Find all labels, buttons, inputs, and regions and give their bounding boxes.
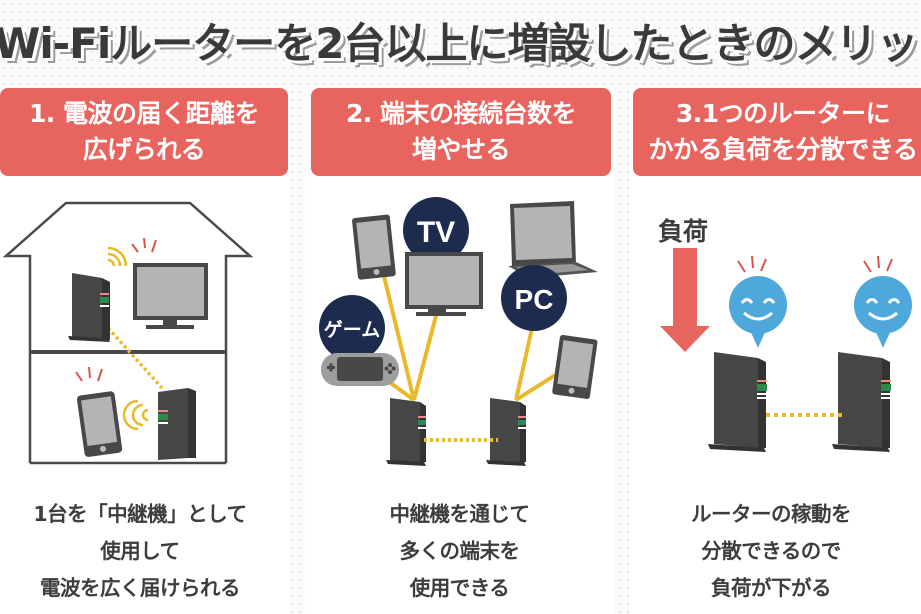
panel-header: 3.1つのルーターに かかる負荷を分散できる	[633, 88, 921, 176]
caption-line: 使用して	[100, 539, 180, 563]
panel-load: 3.1つのルーターに かかる負荷を分散できる 負荷	[629, 88, 921, 614]
smartphone-icon	[352, 214, 396, 280]
device-network-illustration: TV PC ゲーム	[319, 197, 598, 466]
caption-line: 電波を広く届けられる	[40, 576, 241, 600]
panel-header-line: 3.1つのルーターに	[675, 99, 891, 128]
relay-link-icon	[106, 326, 164, 390]
tv-monitor-icon	[405, 252, 483, 316]
smartphone-icon	[552, 335, 598, 399]
wifi-signal-icon	[122, 399, 149, 431]
game-badge-label: ゲーム	[324, 319, 380, 341]
tv-badge-label: TV	[417, 216, 455, 249]
panel-header-line: 広げられる	[82, 135, 206, 164]
smiley-balloon-icon	[729, 255, 787, 348]
router-icon	[68, 273, 110, 342]
panel-caption: 中継機を通じて 多くの端末を 使用できる	[305, 496, 614, 607]
panel-header: 2. 端末の接続台数を 増やせる	[311, 88, 611, 176]
panel-devices: 2. 端末の接続台数を 増やせる TV	[305, 88, 614, 614]
panel-range: 1. 電波の届く距離を 広げられる	[0, 88, 290, 614]
laptop-icon	[508, 201, 598, 278]
router-icon	[486, 398, 526, 466]
device-link-lines	[379, 271, 562, 402]
panel-header-line: かかる負荷を分散できる	[648, 135, 918, 164]
caption-line: 1台を「中継機」として	[33, 502, 247, 526]
panel-header-line: 2. 端末の接続台数を	[345, 99, 577, 128]
caption-line: ルーターの稼動を	[691, 502, 852, 526]
pc-badge: PC	[501, 265, 567, 331]
panel-header: 1. 電波の届く距離を 広げられる	[0, 88, 288, 176]
house-illustration	[2, 201, 254, 465]
caption-line: 中継機を通じて	[389, 502, 531, 526]
smiley-balloon-icon	[854, 255, 912, 348]
game-console-icon	[321, 353, 399, 386]
router-icon	[386, 398, 426, 466]
router-icon	[832, 352, 891, 452]
caption-line: 多くの端末を	[399, 539, 521, 563]
router-icon	[708, 352, 767, 452]
panel-header-line: 1. 電波の届く距離を	[28, 99, 260, 128]
panel-header-line: 増やせる	[411, 135, 511, 164]
tv-badge: TV	[403, 197, 469, 263]
tv-monitor-icon	[133, 263, 208, 329]
smartphone-icon	[76, 391, 123, 457]
router-icon	[158, 388, 196, 460]
game-badge: ゲーム	[319, 295, 385, 361]
down-arrow-icon	[660, 248, 710, 352]
pc-badge-label: PC	[515, 284, 554, 315]
load-label: 負荷	[658, 217, 708, 246]
page-title: Wi-Fiルーターを2台以上に増設したときのメリット	[0, 19, 921, 68]
wifi-signal-icon	[107, 246, 128, 267]
panel-caption: ルーターの稼動を 分散できるので 負荷が下がる	[621, 496, 921, 607]
caption-line: 負荷が下がる	[711, 576, 832, 600]
load-balance-illustration: 負荷	[658, 217, 912, 452]
caption-line: 使用できる	[409, 576, 510, 600]
notification-marks-icon	[131, 237, 157, 253]
panel-caption: 1台を「中継機」として 使用して 電波を広く届けられる	[0, 496, 285, 607]
caption-line: 分散できるので	[701, 539, 841, 563]
notification-marks-icon	[75, 366, 103, 382]
